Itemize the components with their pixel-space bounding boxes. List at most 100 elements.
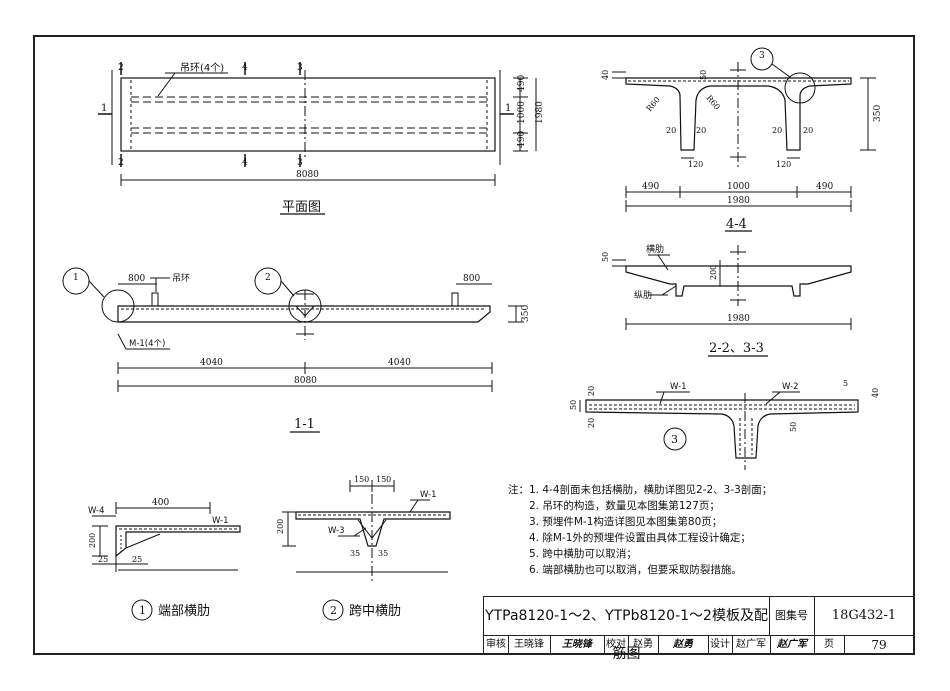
drawing-frame (33, 35, 915, 655)
detail-mid-rib-caption: 跨中横肋 (349, 604, 401, 619)
detail-mid-rib-dim-35-a: 35 (350, 549, 360, 558)
page-label: 页 (814, 635, 845, 655)
plan-dim-1980: 1980 (535, 101, 545, 124)
section-4-4-dim-120-a: 120 (688, 160, 703, 169)
note-3: 3. 预埋件M-1构造详图见本图集第80页； (529, 516, 723, 528)
section-4-4-dim-1980: 1980 (727, 196, 750, 206)
plan-mark-1-right: 1 (505, 103, 511, 114)
section-1-1-dim-350: 350 (521, 305, 531, 322)
section-4-4-radius-right: R60 (704, 94, 721, 112)
plan-dim-8080: 8080 (296, 170, 319, 180)
plan-hook-label: 吊环(4个) (180, 62, 224, 74)
detail-end-rib-dim-25-a: 25 (98, 555, 108, 564)
check-label: 校对 (604, 635, 629, 655)
section-4-4-dim-20-a: 20 (666, 126, 676, 135)
section-1-1-dim-800-left: 800 (128, 274, 145, 284)
plan-mark-1-left: 1 (101, 103, 107, 114)
section-2-2-title: 2-2、3-3 (709, 341, 764, 356)
section-1-1-dim-8080: 8080 (294, 376, 317, 386)
section-2-2-rib-label: 横肋 (646, 243, 664, 255)
section-2-2-dim-200: 200 (709, 265, 718, 280)
detail-mid-rib-dim-35-b: 35 (378, 549, 388, 558)
detail-3-dim-5: 5 (843, 379, 848, 388)
plan-mark-2-top: 2 (118, 63, 124, 73)
section-4-4-dim-20-b: 20 (696, 126, 706, 135)
detail-end-rib-w4: W-4 (88, 506, 105, 516)
section-4-4-circle-ref: 3 (759, 51, 765, 61)
section-1-1-hook-label: 吊环 (172, 273, 190, 284)
reviewer-name: 王晓锋 (508, 635, 551, 655)
detail-end-rib-caption: 端部横肋 (158, 604, 210, 619)
checker-name: 赵勇 (628, 635, 659, 655)
detail-mid-rib-dim-150-b: 150 (376, 475, 391, 484)
plan-mark-4-bottom: 4 (242, 158, 248, 168)
section-1-1-title: 1-1 (294, 417, 315, 432)
section-4-4-view (612, 47, 876, 232)
detail-end-rib-dim-200: 200 (88, 533, 97, 548)
detail-3-dim-20-b: 20 (587, 418, 596, 428)
section-1-1-embed-label: M-1(4个) (129, 339, 165, 349)
detail-3-w1: W-1 (670, 382, 687, 392)
design-label: 设计 (708, 635, 733, 655)
plan-dim-490-top: 490 (517, 75, 527, 92)
plan-mark-3-top: 3 (297, 63, 303, 73)
section-1-1-circle-1: 1 (73, 273, 79, 283)
note-4: 4. 除M-1外的预埋件设置由具体工程设计确定； (529, 532, 751, 544)
section-4-4-dim-490-left: 490 (642, 182, 659, 192)
detail-mid-rib-dim-150-a: 150 (354, 475, 369, 484)
section-1-1-dim-800-right: 800 (463, 274, 480, 284)
detail-mid-rib-view (282, 480, 451, 621)
title-block-row-2: 审核 王晓锋 王晓锋 校对 赵勇 赵勇 设计 赵广军 赵广军 页 79 (484, 635, 913, 655)
section-1-1-dim-4040-left: 4040 (200, 358, 223, 368)
detail-end-rib-view (92, 502, 241, 621)
detail-end-rib-w1: W-1 (212, 516, 229, 526)
section-4-4-dim-40: 40 (601, 70, 610, 80)
atlas-label: 图集号 (769, 597, 815, 635)
notes-lead: 注： (508, 484, 529, 496)
section-2-2-view (612, 245, 852, 357)
detail-mid-rib-dim-200: 200 (276, 519, 285, 534)
section-1-1-dim-4040-right: 4040 (388, 358, 411, 368)
plan-view (98, 62, 537, 215)
detail-3-dim-40: 40 (871, 388, 880, 398)
section-4-4-dim-20-d: 20 (803, 126, 813, 135)
note-1: 1. 4-4剖面未包括横肋，横肋详图见2-2、3-3剖面； (529, 484, 773, 496)
detail-3-circle-label: 3 (671, 433, 678, 446)
title-block: YTPa8120-1～2、YTPb8120-1～2模板及配筋图 图集号 18G4… (483, 596, 913, 662)
plan-mark-3-bottom: 3 (297, 158, 303, 168)
section-2-2-dim-1980: 1980 (727, 314, 750, 324)
detail-mid-rib-circle: 2 (330, 604, 337, 617)
detail-mid-rib-w1: W-1 (420, 490, 437, 500)
detail-mid-rib-w3: W-3 (328, 526, 345, 536)
detail-end-rib-dim-400: 400 (152, 498, 169, 508)
designer-signature: 赵广军 (770, 635, 815, 655)
page-number: 79 (871, 638, 887, 652)
notes-block: 注：1. 4-4剖面未包括横肋，横肋详图见2-2、3-3剖面； 2. 吊环的构造… (508, 482, 808, 578)
detail-3-dim-50-b: 50 (789, 422, 798, 432)
detail-3-dim-20-a: 20 (587, 386, 596, 396)
note-2: 2. 吊环的构造，数量见本图集第127页； (529, 500, 720, 512)
drawing-title: YTPa8120-1～2、YTPb8120-1～2模板及配筋图 (484, 597, 770, 662)
detail-end-rib-circle: 1 (139, 604, 146, 617)
atlas-number: 18G432-1 (831, 608, 897, 623)
detail-3-w2: W-2 (782, 382, 799, 392)
section-1-1-view (62, 267, 524, 433)
section-1-1-circle-2: 2 (265, 273, 271, 283)
plan-title: 平面图 (282, 200, 321, 215)
detail-end-rib-dim-25-b: 25 (132, 555, 142, 564)
detail-3-dim-50-a: 50 (569, 400, 578, 410)
section-4-4-radius-left: R60 (645, 95, 662, 113)
plan-dim-490-bottom: 490 (517, 131, 527, 148)
plan-mark-2-bottom: 2 (118, 158, 124, 168)
section-2-2-long-rib-label: 纵肋 (634, 290, 652, 301)
checker-signature: 赵勇 (658, 635, 709, 655)
section-4-4-dim-50: 50 (699, 70, 708, 80)
title-block-row-1: YTPa8120-1～2、YTPb8120-1～2模板及配筋图 图集号 18G4… (484, 597, 913, 662)
section-4-4-dim-490-right: 490 (816, 182, 833, 192)
section-4-4-dim-120-b: 120 (776, 160, 791, 169)
plan-mark-4-top: 4 (242, 63, 248, 73)
note-5: 5. 跨中横肋可以取消； (529, 548, 637, 560)
review-label: 审核 (484, 635, 509, 655)
detail-3-view (579, 391, 859, 470)
